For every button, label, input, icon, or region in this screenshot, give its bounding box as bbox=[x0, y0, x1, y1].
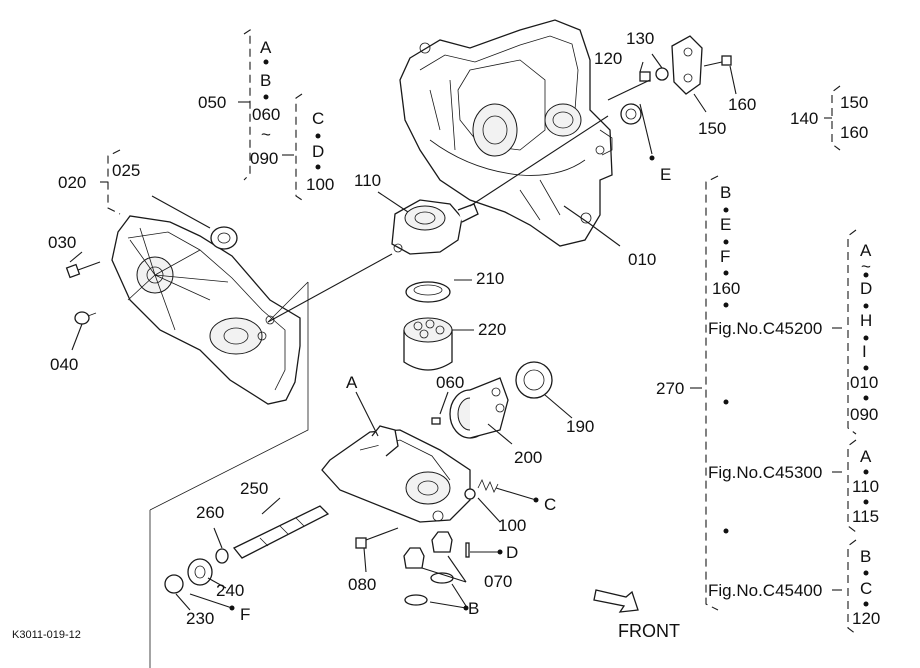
label-080: 080 bbox=[348, 575, 376, 594]
check-valve-070 bbox=[403, 531, 454, 606]
label-fig1-H: H bbox=[860, 311, 872, 330]
label-B-top: B bbox=[260, 71, 271, 90]
label-fig1-090: 090 bbox=[850, 405, 878, 424]
label-fig-c45200: Fig.No.C45200 bbox=[708, 319, 822, 338]
thrust-bearing-210 bbox=[405, 281, 451, 303]
label-040: 040 bbox=[50, 355, 78, 374]
label-fig1-I: I bbox=[862, 342, 867, 361]
label-050: 050 bbox=[198, 93, 226, 112]
diagram-code: K3011-019-12 bbox=[12, 629, 81, 641]
washer-130 bbox=[655, 67, 669, 81]
bolt-080 bbox=[355, 527, 399, 549]
bolt-120 bbox=[639, 71, 651, 82]
front-arrow-icon bbox=[593, 589, 639, 613]
label-070: 070 bbox=[484, 572, 512, 591]
label-fig3-C: C bbox=[860, 579, 872, 598]
plug-040 bbox=[74, 311, 97, 325]
group-brackets bbox=[107, 28, 857, 635]
label-210: 210 bbox=[476, 269, 504, 288]
label-220: 220 bbox=[478, 320, 506, 339]
label-260: 260 bbox=[196, 503, 224, 522]
key-060 bbox=[431, 417, 441, 425]
part-labels: 010 020 025 030 040 050 A B 060 ~ 090 C … bbox=[12, 29, 880, 641]
label-230: 230 bbox=[186, 609, 214, 628]
label-150-a: 150 bbox=[840, 93, 868, 112]
label-fig1-A: A bbox=[860, 241, 872, 260]
label-fig2-A: A bbox=[860, 447, 872, 466]
label-270-160: 160 bbox=[712, 279, 740, 298]
seal-E bbox=[620, 103, 642, 125]
bearing-025 bbox=[210, 226, 238, 250]
seal-190 bbox=[515, 361, 553, 399]
label-025: 025 bbox=[112, 161, 140, 180]
label-fig-c45400: Fig.No.C45400 bbox=[708, 581, 822, 600]
transmission-case-010 bbox=[399, 19, 613, 247]
label-240: 240 bbox=[216, 581, 244, 600]
label-fig1-tilde: ~ bbox=[861, 257, 871, 276]
label-F: F bbox=[240, 605, 250, 624]
spring-C bbox=[477, 479, 499, 493]
label-200: 200 bbox=[514, 448, 542, 467]
label-120: 120 bbox=[594, 49, 622, 68]
label-160-a: 160 bbox=[840, 123, 868, 142]
gear-240 bbox=[187, 558, 213, 586]
pin-D bbox=[465, 542, 470, 558]
label-020: 020 bbox=[58, 173, 86, 192]
label-270: 270 bbox=[656, 379, 684, 398]
side-cover-020 bbox=[111, 215, 301, 405]
washer-260 bbox=[215, 548, 229, 564]
ring-230 bbox=[164, 574, 184, 594]
label-fig3-B: B bbox=[860, 547, 871, 566]
axle-housing-A bbox=[321, 425, 471, 523]
label-fig3-120: 120 bbox=[852, 609, 880, 628]
label-150-b: 150 bbox=[698, 119, 726, 138]
label-160-b: 160 bbox=[728, 95, 756, 114]
label-fig2-115: 115 bbox=[852, 507, 879, 526]
front-label: FRONT bbox=[618, 621, 680, 641]
label-190: 190 bbox=[566, 417, 594, 436]
list-dots bbox=[229, 59, 869, 611]
label-270-B: B bbox=[720, 183, 731, 202]
motor-block-200 bbox=[449, 377, 509, 439]
leader-lines bbox=[69, 53, 842, 668]
bracket-150 bbox=[671, 35, 703, 95]
label-250: 250 bbox=[240, 479, 268, 498]
label-C-top: C bbox=[312, 109, 324, 128]
label-C-spring: C bbox=[544, 495, 556, 514]
cylinder-block-220 bbox=[403, 317, 453, 371]
center-section-110 bbox=[391, 199, 479, 255]
label-D-pin: D bbox=[506, 543, 518, 562]
label-090: 090 bbox=[250, 149, 278, 168]
label-270-E: E bbox=[720, 215, 731, 234]
bolt-030 bbox=[65, 261, 101, 279]
label-100-top: 100 bbox=[306, 175, 334, 194]
label-110: 110 bbox=[354, 171, 381, 190]
label-060-key: 060 bbox=[436, 373, 464, 392]
bolt-160 bbox=[703, 55, 732, 67]
label-140: 140 bbox=[790, 109, 818, 128]
label-B-valve: B bbox=[468, 599, 479, 618]
label-fig2-110: 110 bbox=[852, 477, 879, 496]
label-010: 010 bbox=[628, 250, 656, 269]
label-tilde: ~ bbox=[261, 125, 271, 144]
label-270-F: F bbox=[720, 247, 730, 266]
label-030: 030 bbox=[48, 233, 76, 252]
label-A-top: A bbox=[260, 38, 272, 57]
label-D-top: D bbox=[312, 142, 324, 161]
label-E: E bbox=[660, 165, 671, 184]
label-060-top: 060 bbox=[252, 105, 280, 124]
label-fig-c45300: Fig.No.C45300 bbox=[708, 463, 822, 482]
label-A-housing: A bbox=[346, 373, 358, 392]
shaft-250 bbox=[232, 505, 330, 559]
label-fig1-D: D bbox=[860, 279, 872, 298]
ball-100 bbox=[464, 488, 476, 500]
label-100-ball: 100 bbox=[498, 516, 526, 535]
label-130: 130 bbox=[626, 29, 654, 48]
label-fig1-010: 010 bbox=[850, 373, 878, 392]
